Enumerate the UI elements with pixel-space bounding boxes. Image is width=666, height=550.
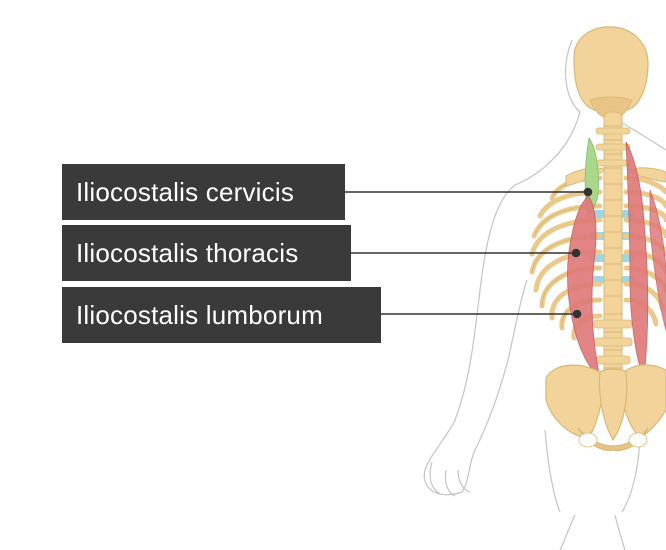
skull bbox=[573, 26, 649, 121]
leader-lines bbox=[345, 187, 593, 319]
vertebral-column bbox=[593, 111, 633, 385]
leader-dot-thoracis bbox=[571, 248, 581, 258]
iliocostalis-thoracis-lumborum-left-muscle bbox=[567, 195, 601, 380]
label-iliocostalis-cervicis: Iliocostalis cervicis bbox=[62, 164, 345, 220]
pelvis bbox=[545, 364, 666, 451]
leader-dot-lumborum bbox=[572, 309, 582, 319]
pelvic-foramina bbox=[578, 432, 648, 448]
label-iliocostalis-lumborum: Iliocostalis lumborum bbox=[62, 287, 381, 343]
leader-dot-cervicis bbox=[583, 187, 593, 197]
label-iliocostalis-thoracis: Iliocostalis thoracis bbox=[62, 225, 351, 281]
